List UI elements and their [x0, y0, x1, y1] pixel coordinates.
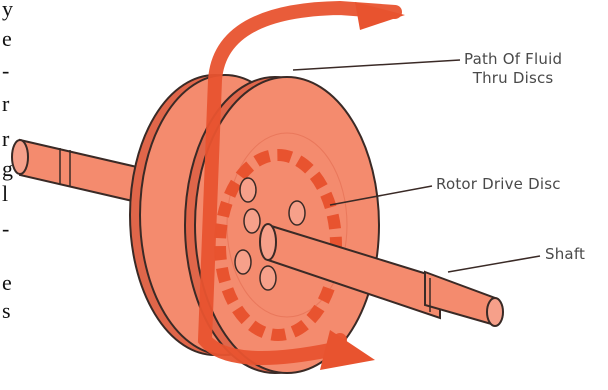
rotor-hole: [289, 201, 305, 225]
edge-fragment: y: [2, 0, 13, 20]
leader-path: [293, 60, 460, 70]
leader-shaft: [448, 256, 540, 272]
edge-fragment: -: [2, 218, 9, 240]
edge-fragment: l: [2, 183, 8, 205]
edge-fragment: -: [2, 60, 9, 82]
rotor-hole: [235, 250, 251, 274]
rotor-hole: [240, 178, 256, 202]
edge-fragment: e: [2, 28, 12, 50]
edge-fragment: e: [2, 272, 12, 294]
edge-fragment: r: [2, 93, 9, 115]
label-path-line1: Path Of Fluid: [464, 50, 562, 69]
edge-fragment: s: [2, 300, 11, 322]
cropped-edge-text: y e - r r g l - e s: [0, 0, 30, 330]
edge-fragment: g: [2, 158, 13, 180]
rotor-hole: [244, 209, 260, 233]
left-shaft: [12, 140, 150, 205]
rotor-hole: [260, 266, 276, 290]
label-shaft: Shaft: [545, 245, 585, 264]
label-path-line2: Thru Discs: [464, 69, 562, 88]
label-path-of-fluid: Path Of Fluid Thru Discs: [464, 50, 562, 88]
label-rotor-drive-disc: Rotor Drive Disc: [436, 175, 561, 194]
edge-fragment: r: [2, 128, 9, 150]
